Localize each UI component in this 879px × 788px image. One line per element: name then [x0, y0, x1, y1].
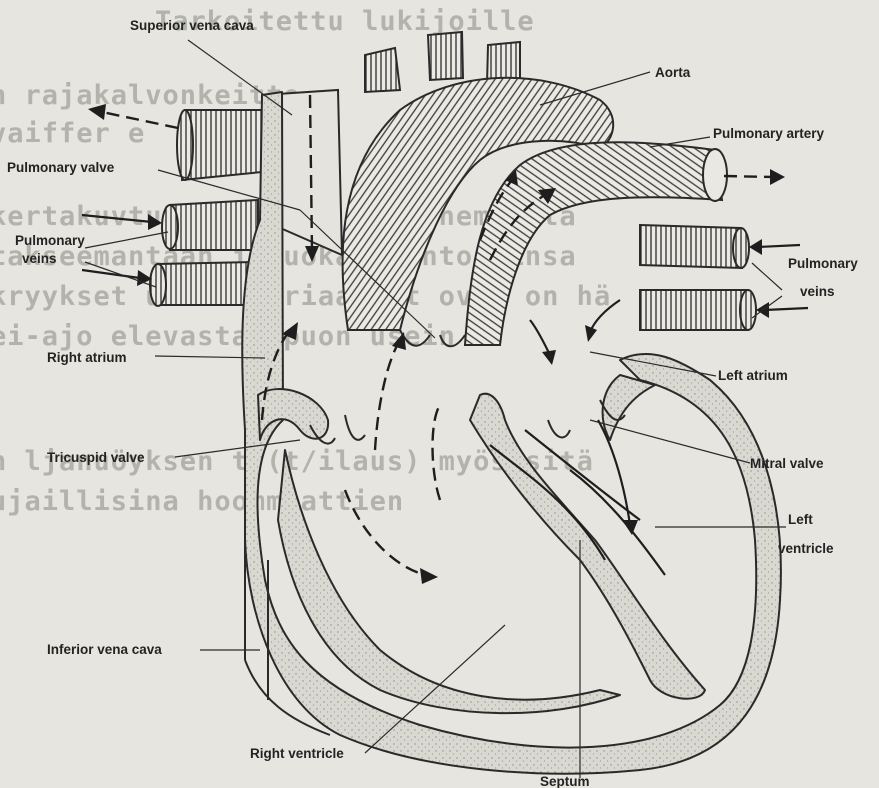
bleed-text-line: ujaillisina hoommaattien — [0, 486, 404, 517]
label-superior-vena-cava: Superior vena cava — [130, 18, 254, 33]
label-pulmonary-valve: Pulmonary valve — [7, 160, 115, 175]
label-pulmonary-veins-right: Pulmonary — [788, 256, 858, 271]
label-right-atrium: Right atrium — [47, 350, 127, 365]
label-pulmonary-veins-left-2: veins — [22, 251, 57, 266]
label-septum: Septum — [540, 774, 590, 788]
label-pulmonary-veins-right-2: veins — [800, 284, 835, 299]
bleed-text-line: kryykset uudet variaatiot ovat on hä — [0, 281, 611, 312]
label-inferior-vena-cava: Inferior vena cava — [47, 642, 162, 657]
label-pulmonary-veins-left: Pulmonary — [15, 233, 85, 248]
pulmonary-veins-right — [640, 225, 756, 330]
label-mitral-valve: Mitral valve — [750, 456, 824, 471]
label-left-atrium: Left atrium — [718, 368, 788, 383]
label-pulmonary-artery: Pulmonary artery — [713, 126, 825, 141]
bleed-text-line: vaiffer e — [0, 118, 145, 149]
label-tricuspid-valve: Tricuspid valve — [47, 450, 145, 465]
label-aorta: Aorta — [655, 65, 691, 80]
label-left-ventricle-2: ventricle — [778, 541, 834, 556]
label-right-ventricle: Right ventricle — [250, 746, 344, 761]
septum — [278, 394, 705, 713]
label-left-ventricle: Left — [788, 512, 813, 527]
bleed-text-line: n rajakalvonkeitto — [0, 80, 301, 111]
